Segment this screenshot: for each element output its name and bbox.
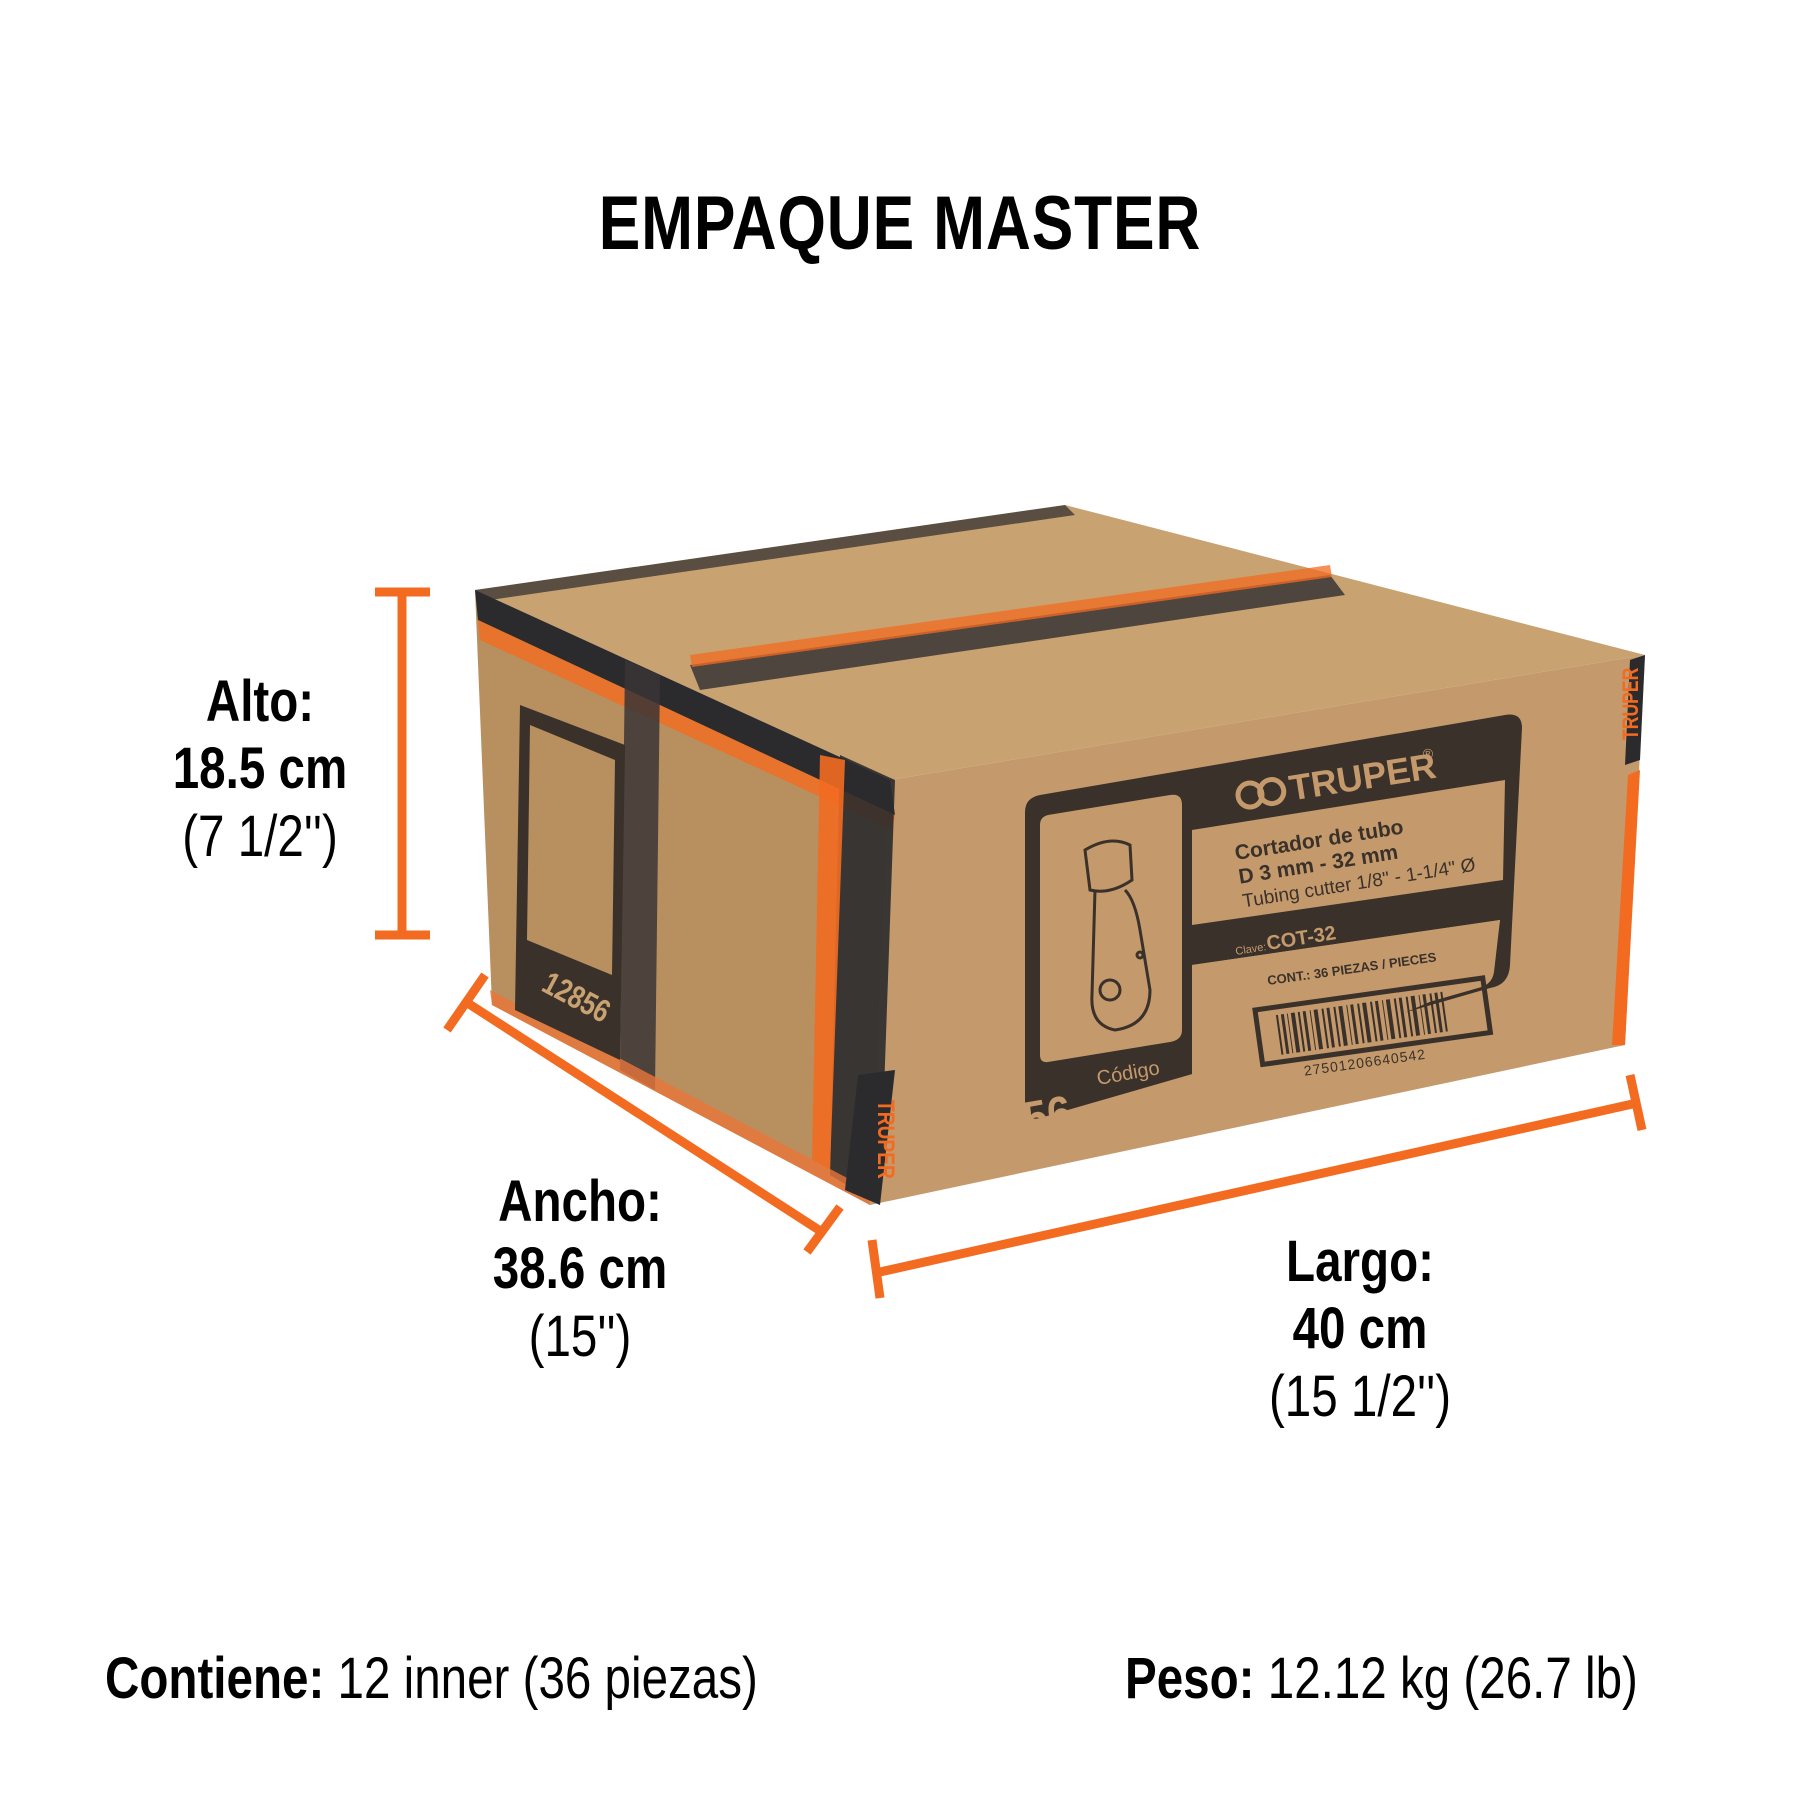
alto-title: Alto: [205,669,315,734]
largo-title: Largo: [1286,1229,1434,1294]
largo-inches: (15 1/2'') [1268,1363,1452,1429]
ancho-cm: 38.6 cm [492,1236,668,1302]
contiene-value: 12 inner (36 piezas) [337,1646,758,1711]
right-tape-brand: TRUPER [1619,668,1643,740]
ancho-inches: (15'') [528,1303,632,1369]
largo-dimension-line [879,1098,1638,1277]
contents-info: Contiene: 12 inner (36 piezas) [105,1645,758,1712]
tube-cutter-icon [1083,839,1152,1032]
largo-label: Largo: 40 cm (15 1/2'') [1245,1228,1475,1430]
peso-value: 12.12 kg (26.7 lb) [1267,1646,1638,1711]
dimension-lines [375,587,1647,1299]
page-title: EMPAQUE MASTER [598,181,1202,266]
alto-cm: 18.5 cm [172,736,348,802]
ancho-label: Ancho: 38.6 cm (15'') [465,1168,695,1370]
tape-left-edge [475,590,895,815]
tape-top-strip [690,575,1345,690]
contiene-label: Contiene: [105,1646,325,1711]
peso-label: Peso: [1125,1646,1255,1711]
alto-inches: (7 1/2'') [182,803,338,869]
ancho-title: Ancho: [498,1169,662,1234]
registered-mark: ® [1422,745,1435,763]
ancho-dimension-line [463,998,825,1236]
alto-label: Alto: 18.5 cm (7 1/2'') [162,668,359,870]
clave-label: Clave: [1235,941,1268,958]
largo-cm: 40 cm [1292,1296,1428,1362]
box-top-face [475,505,1645,780]
front-tape-brand: TRUPER [872,1100,900,1179]
weight-info: Peso: 12.12 kg (26.7 lb) [1125,1645,1638,1712]
